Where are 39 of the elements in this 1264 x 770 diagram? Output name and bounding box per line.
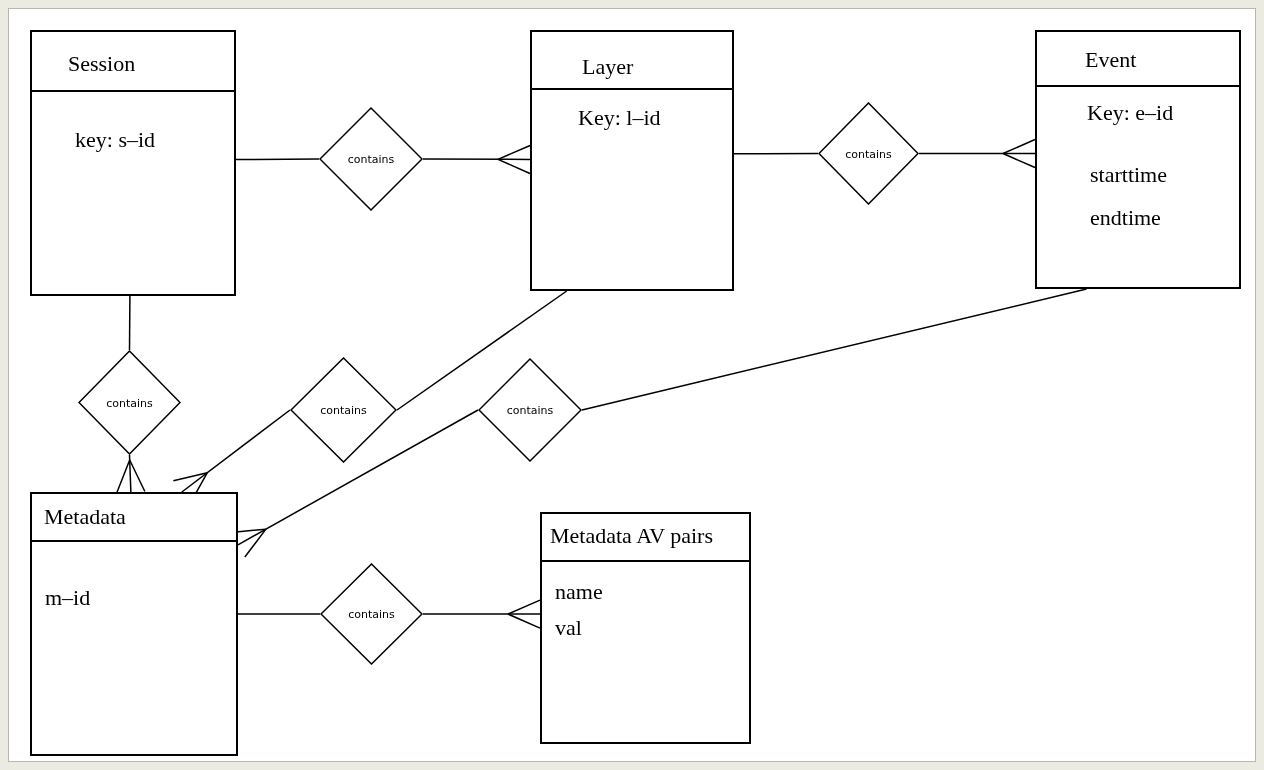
attribute-text: m–id <box>45 585 91 611</box>
attribute-text: name <box>555 579 603 605</box>
entity-box <box>530 30 734 291</box>
entity-name: Session <box>68 51 136 77</box>
crows-foot-connector <box>422 144 531 175</box>
relationship-diamond <box>78 350 181 455</box>
entity-name: Event <box>1085 47 1137 73</box>
relationship-diamond <box>320 563 423 665</box>
entity-box <box>540 512 751 744</box>
relationship-diamond <box>818 102 919 205</box>
attribute-text: Key: l–id <box>578 105 661 131</box>
attribute-text: val <box>555 615 582 641</box>
entity-name: Metadata AV pairs <box>550 523 713 549</box>
crows-foot-connector <box>422 599 541 629</box>
entity-name: Layer <box>582 54 634 80</box>
entity-box <box>30 492 238 756</box>
entity-box <box>1035 30 1241 289</box>
attribute-text: Key: e–id <box>1087 100 1174 126</box>
connector-line <box>128 295 131 351</box>
relationship-diamond <box>478 358 582 462</box>
attribute-text: endtime <box>1090 205 1161 231</box>
connector-line <box>581 288 1088 411</box>
relationship-label: contains <box>348 607 395 621</box>
relationship-label: contains <box>320 403 367 417</box>
attribute-text: starttime <box>1090 162 1167 188</box>
connector-line <box>396 290 568 411</box>
relationship-label: contains <box>506 403 554 417</box>
relationship-diamond <box>290 357 397 463</box>
relationship-label: contains <box>106 396 153 409</box>
relationship-label: contains <box>347 152 395 166</box>
connector-line <box>235 158 320 161</box>
connector-line <box>237 613 321 615</box>
attribute-text: key: s–id <box>75 127 156 153</box>
relationship-label: contains <box>845 147 892 160</box>
entity-box <box>30 30 236 296</box>
relationship-diamond <box>319 107 423 211</box>
entity-name: Metadata <box>44 504 126 530</box>
crows-foot-connector <box>918 138 1036 169</box>
connector-line <box>733 152 819 155</box>
